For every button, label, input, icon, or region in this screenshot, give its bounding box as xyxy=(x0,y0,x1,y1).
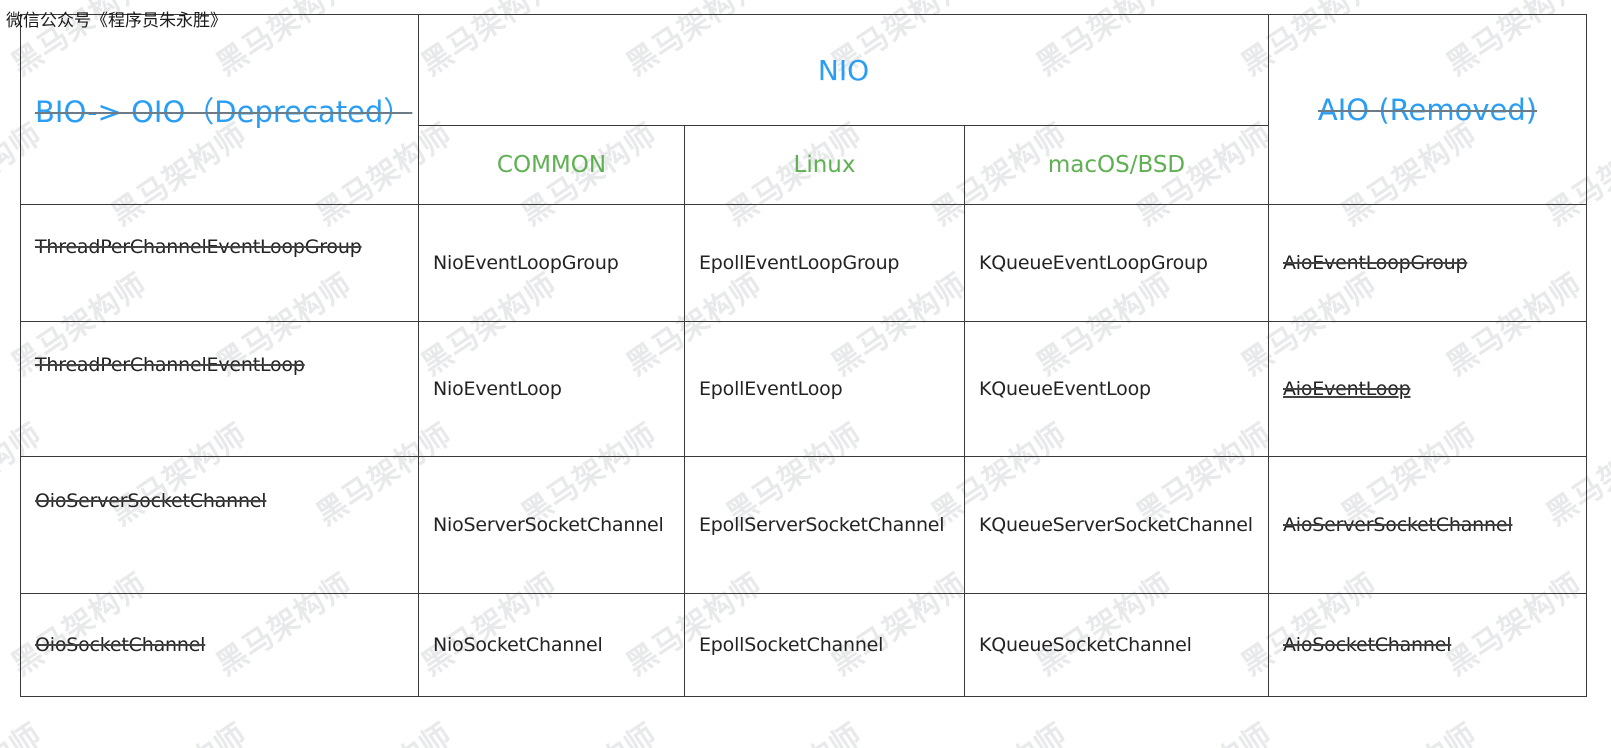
watermark-text: 黑马架构师 xyxy=(0,710,49,748)
table-row: OioServerSocketChannel NioServerSocketCh… xyxy=(20,432,1587,594)
watermark-text: 黑马架构师 xyxy=(511,710,664,748)
watermark-text: 黑马架构师 xyxy=(1126,710,1279,748)
watermark-text: 黑马架构师 xyxy=(716,710,869,748)
cell-common-socketchannel: NioSocketChannel xyxy=(418,593,685,697)
cell-linux-eventloopgroup: EpollEventLoopGroup xyxy=(684,204,965,322)
cell-bio-eventloop: ThreadPerChannelEventLoop xyxy=(20,297,419,433)
watermark-text: 黑马架构师 xyxy=(921,710,1074,748)
watermark-text: 黑马架构师 xyxy=(306,710,459,748)
cell-aio-socketchannel: AioSocketChannel xyxy=(1268,593,1587,697)
column-header-bio-oio: BIO-> OIO（Deprecated） xyxy=(20,14,419,205)
column-header-nio-group: NIO xyxy=(418,14,1269,126)
column-header-linux: Linux xyxy=(684,125,965,205)
column-header-common: COMMON xyxy=(418,125,685,205)
cell-bio-eventloopgroup: ThreadPerChannelEventLoopGroup xyxy=(20,188,419,306)
cell-aio-serversocketchannel: AioServerSocketChannel xyxy=(1268,456,1587,594)
netty-transport-comparison-table: BIO-> OIO（Deprecated） NIO AIO (Removed) … xyxy=(20,14,1587,697)
cell-aio-eventloop: AioEventLoop xyxy=(1268,321,1587,457)
table-row: ThreadPerChannelEventLoop NioEventLoop E… xyxy=(20,297,1587,457)
table-header-row-top: BIO-> OIO（Deprecated） NIO AIO (Removed) xyxy=(20,14,1587,205)
comparison-table: BIO-> OIO（Deprecated） NIO AIO (Removed) … xyxy=(20,14,1587,697)
page-caption: 微信公众号《程序员朱永胜》 xyxy=(6,11,227,31)
cell-macos-eventloop: KQueueEventLoop xyxy=(964,321,1269,457)
cell-macos-eventloopgroup: KQueueEventLoopGroup xyxy=(964,204,1269,322)
cell-common-serversocketchannel: NioServerSocketChannel xyxy=(418,456,685,594)
cell-bio-socketchannel: OioSocketChannel xyxy=(20,593,419,697)
cell-common-eventloop: NioEventLoop xyxy=(418,321,685,457)
cell-bio-serversocketchannel: OioServerSocketChannel xyxy=(20,432,419,570)
column-header-aio: AIO (Removed) xyxy=(1268,14,1587,205)
table-row: OioSocketChannel NioSocketChannel EpollS… xyxy=(20,593,1587,697)
watermark-text: 黑马架构师 xyxy=(1331,710,1484,748)
cell-macos-socketchannel: KQueueSocketChannel xyxy=(964,593,1269,697)
cell-linux-eventloop: EpollEventLoop xyxy=(684,321,965,457)
cell-linux-socketchannel: EpollSocketChannel xyxy=(684,593,965,697)
watermark-text: 黑马架构师 xyxy=(1536,710,1611,748)
watermark-text: 黑马架构师 xyxy=(101,710,254,748)
cell-linux-serversocketchannel: EpollServerSocketChannel xyxy=(684,456,965,594)
cell-aio-eventloopgroup: AioEventLoopGroup xyxy=(1268,204,1587,322)
cell-common-eventloopgroup: NioEventLoopGroup xyxy=(418,204,685,322)
column-header-macos-bsd: macOS/BSD xyxy=(964,125,1269,205)
table-header-row-sub: COMMON Linux macOS/BSD xyxy=(21,125,1587,205)
cell-macos-serversocketchannel: KQueueServerSocketChannel xyxy=(964,456,1269,594)
